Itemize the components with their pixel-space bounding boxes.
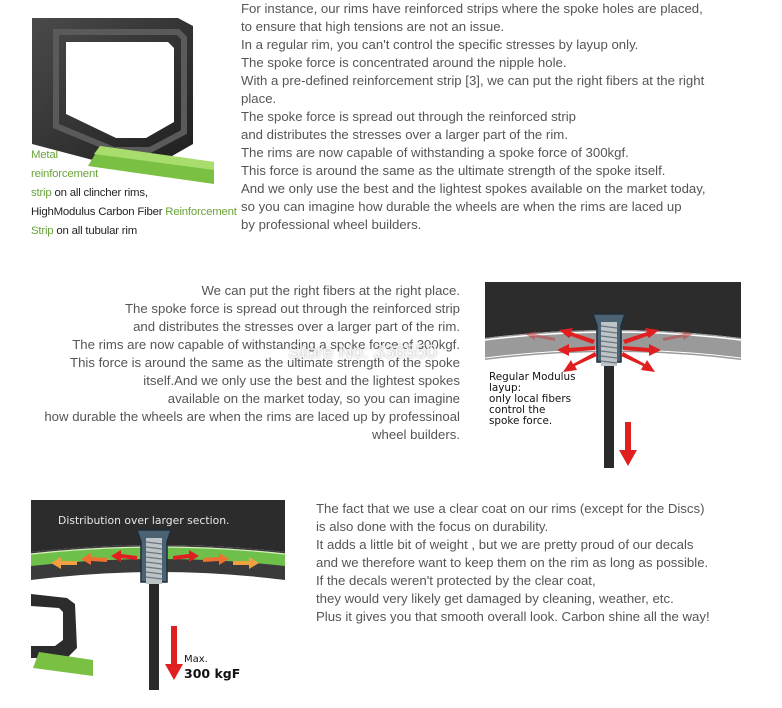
paragraph-line: Plus it gives you that smooth overall lo… (316, 609, 710, 624)
paragraph-line: The spoke force is spread out through th… (241, 109, 576, 124)
paragraph-line: itself.And we only use the best and the … (143, 373, 460, 388)
distribution-diagram-title: Distribution over larger section. (58, 514, 230, 527)
distribution-diagram (30, 500, 286, 690)
regular-modulus-label: Regular Modulus layup: only local fibers… (489, 372, 576, 427)
paragraph-line: It adds a little bit of weight , but we … (316, 537, 694, 552)
caption-line-2: reinforcement (31, 168, 99, 180)
paragraph-line: and we therefore want to keep them on th… (316, 555, 709, 570)
paragraph-line: place. (241, 91, 277, 106)
paragraph-line: The spoke force is concentrated around t… (241, 55, 567, 70)
max-label: Max. (184, 654, 208, 665)
reinforcement-strip-caption: Metal reinforcement strip on all clinche… (31, 146, 237, 241)
regular-modulus-diagram (484, 282, 742, 468)
caption-clincher-text: on all clincher rims, (51, 187, 148, 199)
label-line: control the (489, 404, 546, 416)
paragraph-line: The rims are now capable of withstanding… (72, 337, 460, 352)
section3-paragraph: The fact that we use a clear coat on our… (316, 500, 710, 626)
paragraph-line: For instance, our rims have reinforced s… (241, 1, 703, 16)
section2-paragraph: We can put the right fibers at the right… (44, 282, 460, 444)
caption-strip-word-2: Strip (31, 225, 54, 237)
paragraph-line: and distributes the stresses over a larg… (133, 319, 460, 334)
paragraph-line: The spoke force is spread out through th… (125, 301, 460, 316)
label-line: spoke force. (489, 415, 553, 427)
section1-paragraph: For instance, our rims have reinforced s… (241, 0, 706, 234)
label-line: only local fibers (489, 393, 572, 405)
paragraph-line: With a pre-defined reinforcement strip [… (241, 73, 705, 88)
paragraph-line: The rims are now capable of withstanding… (241, 145, 629, 160)
caption-line-5: Strip on all tubular rim (31, 222, 237, 241)
caption-line-3: strip on all clincher rims, (31, 184, 237, 203)
paragraph-line: In a regular rim, you can't control the … (241, 37, 639, 52)
caption-reinforcement-word: Reinforcement (165, 206, 237, 218)
paragraph-line: wheel builders. (372, 427, 460, 442)
paragraph-line: The fact that we use a clear coat on our… (316, 501, 705, 516)
paragraph-line: by professional wheel builders. (241, 217, 422, 232)
paragraph-line: is also done with the focus on durabilit… (316, 519, 549, 534)
paragraph-line: and distributes the stresses over a larg… (241, 127, 568, 142)
caption-line-1: Metal (31, 149, 58, 161)
rim-profile-image (28, 14, 218, 186)
paragraph-line: they would very likely get damaged by cl… (316, 591, 674, 606)
max-force-label: 300 kgF (184, 666, 241, 681)
store-watermark: Store No: 336550 (288, 342, 437, 363)
paragraph-line: so you can imagine how durable the wheel… (241, 199, 682, 214)
label-line: Regular Modulus (489, 371, 576, 383)
paragraph-line: available on the market today, so you ca… (167, 391, 460, 406)
paragraph-line: If the decals weren't protected by the c… (316, 573, 596, 588)
paragraph-line: how durable the wheels are when the rims… (44, 409, 460, 424)
caption-tubular-text: on all tubular rim (53, 225, 137, 237)
caption-highmodulus-text: HighModulus Carbon Fiber (31, 206, 166, 218)
caption-line-4: HighModulus Carbon Fiber Reinforcement (31, 203, 237, 222)
paragraph-line: And we only use the best and the lightes… (241, 181, 706, 196)
paragraph-line: This force is around the same as the ult… (70, 355, 460, 370)
paragraph-line: We can put the right fibers at the right… (201, 283, 460, 298)
caption-strip-word: strip (31, 187, 52, 199)
label-line: layup: (489, 382, 522, 394)
paragraph-line: to ensure that high tensions are not an … (241, 19, 505, 34)
paragraph-line: This force is around the same as the ult… (241, 163, 666, 178)
